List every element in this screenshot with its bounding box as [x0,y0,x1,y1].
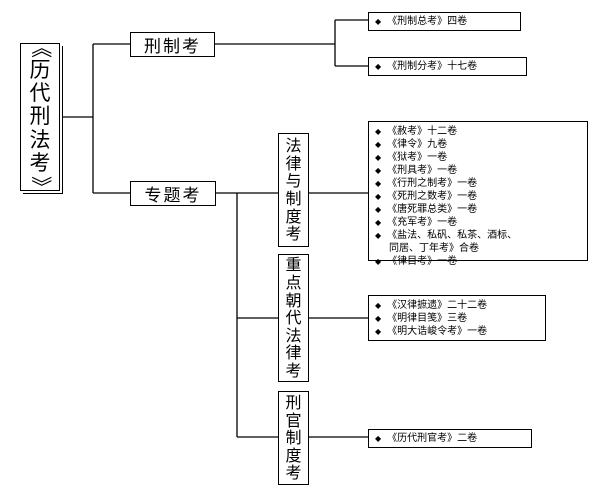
subcat-xingguan: 刑 官 制 度 考 [278,391,309,485]
leaf-text: 《律目考》一卷 [387,256,458,267]
leaf-zongkao: ◆ 《刑制总考》四卷 [368,12,521,31]
list-item: ◆ 《刑制分考》十七卷 [375,60,520,73]
list-item: ◆ 《充军考》一卷 [375,216,581,229]
diamond-bullet-icon: ◆ [375,218,382,227]
list-item: ◆ 《行刑之制考》一卷 [375,177,581,190]
subcat-char: 法 [285,325,302,345]
leaf-text: 《律令》九卷 [387,139,448,150]
leaf-text: 《充军考》一卷 [387,217,458,228]
list-item: ◆ 《明律目笺》三卷 [375,312,539,325]
list-item: ◆ 《狱考》一卷 [375,151,581,164]
subcat-zhongdian: 重 点 朝 代 法 律 考 [278,254,309,382]
subcat-char: 点 [285,273,302,293]
list-item: ◆ 《盐法、私矾、私茶、酒标、 [375,229,581,242]
leaf-text: 《汉律摭遗》二十二卷 [387,300,488,311]
leaf-text: 《刑制总考》四卷 [387,16,468,27]
leaf-text: 《盐法、私矾、私茶、酒标、 [387,230,518,241]
subcat-char: 刑 [285,393,302,413]
subcat-char: 律 [285,153,302,173]
diamond-bullet-icon: ◆ [375,314,382,323]
leaf-text: 《明律目笺》三卷 [387,313,468,324]
subcat-char: 制 [285,189,302,208]
leaf-zhongdian: ◆ 《汉律摭遗》二十二卷 ◆ 《明律目笺》三卷 ◆ 《明大诰峻令考》一卷 [368,295,546,341]
list-item: ◆ 《律目考》一卷 [375,255,581,268]
list-item: ◆ 《赦考》十二卷 [375,125,581,138]
root-char: 考 [29,150,51,175]
diamond-bullet-icon: ◆ [375,192,382,201]
leaf-text: 同居、丁年考》合卷 [389,243,479,254]
diamond-bullet-icon: ◆ [375,257,382,266]
subcat-char: 与 [285,171,302,191]
leaf-text: 《狱考》一卷 [387,152,448,163]
leaf-text: 《死刑之数考》一卷 [387,191,478,202]
list-item: ◆ 《历代刑官考》二卷 [375,432,525,445]
list-item: ◆ 《刑制总考》四卷 [375,15,514,28]
branch-label: 刑制考 [144,37,201,57]
root-char: 代 [29,81,51,106]
leaf-fenkao: ◆ 《刑制分考》十七卷 [368,57,527,76]
diamond-bullet-icon: ◆ [375,127,382,136]
subcat-char: 代 [285,308,302,328]
subcat-char: 制 [285,428,302,448]
root-char: 历 [29,58,51,83]
branch-label: 专题考 [144,186,202,206]
diamond-bullet-icon: ◆ [375,166,382,175]
leaf-text: 《唐死罪总类》一卷 [387,204,478,215]
diamond-bullet-icon: ◆ [375,434,382,443]
subcat-char: 考 [285,360,302,380]
subcat-char: 法 [285,136,302,156]
leaf-falv: ◆ 《赦考》十二卷 ◆ 《律令》九卷 ◆ 《狱考》一卷 ◆ 《刑具考》一卷 ◆ 《行刑之制… [368,121,588,267]
diamond-bullet-icon: ◆ [375,231,382,240]
root-char: 法 [29,127,51,152]
root-char: 《 [28,37,53,59]
diamond-bullet-icon: ◆ [375,140,382,149]
diamond-bullet-icon: ◆ [375,179,382,188]
diamond-bullet-icon: ◆ [375,327,382,336]
subcat-char: 度 [285,445,302,465]
list-item: 同居、丁年考》合卷 [375,242,581,255]
leaf-text: 《行刑之制考》一卷 [387,178,478,189]
subcat-char: 考 [285,224,302,244]
list-item: ◆ 《死刑之数考》一卷 [375,190,581,203]
subcat-char: 考 [285,463,302,483]
subcat-char: 重 [285,255,302,275]
list-item: ◆ 《律令》九卷 [375,138,581,151]
diamond-bullet-icon: ◆ [375,17,382,26]
leaf-xingguan: ◆ 《历代刑官考》二卷 [368,429,532,448]
leaf-text: 《明大诰峻令考》一卷 [387,326,488,337]
list-item: ◆ 《汉律摭遗》二十二卷 [375,299,539,312]
subcat-falv: 法 律 与 制 度 考 [278,133,309,247]
branch-zhuanti: 专题考 [130,181,216,206]
leaf-text: 《刑具考》一卷 [387,165,458,176]
diamond-bullet-icon: ◆ [375,62,382,71]
branch-xingzhi: 刑制考 [130,32,215,57]
diamond-bullet-icon: ◆ [375,205,382,214]
diamond-bullet-icon: ◆ [375,153,382,162]
list-item: ◆ 《唐死罪总类》一卷 [375,203,581,216]
subcat-char: 度 [285,206,302,226]
leaf-text: 《刑制分考》十七卷 [387,61,478,72]
diamond-bullet-icon: ◆ [375,301,382,310]
list-item: ◆ 《刑具考》一卷 [375,164,581,177]
subcat-char: 朝 [285,290,302,310]
leaf-text: 《赦考》十二卷 [387,126,458,137]
leaf-text: 《历代刑官考》二卷 [387,433,478,444]
root-char: 》 [28,175,53,197]
subcat-char: 官 [285,410,302,430]
root-char: 刑 [29,104,51,129]
list-item: ◆ 《明大诰峻令考》一卷 [375,325,539,338]
subcat-char: 律 [285,343,302,363]
root-node: 《 历 代 刑 法 考 》 [20,37,60,197]
